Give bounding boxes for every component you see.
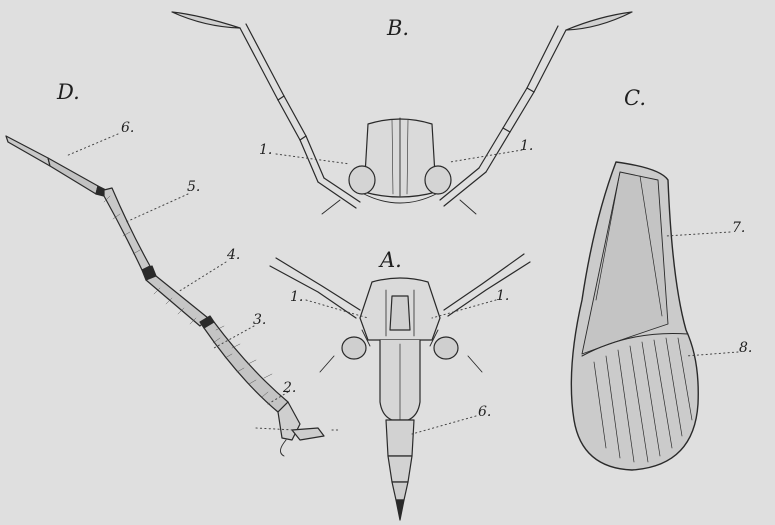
figure-b-right-eye xyxy=(425,166,451,194)
figure-b-right-antenna xyxy=(440,12,632,206)
figure-d-label-2: 2. xyxy=(283,381,296,395)
figure-a-right-eye xyxy=(434,337,458,359)
figure-d-label-6: 6. xyxy=(121,121,134,135)
figure-a-label-6: 6. xyxy=(478,405,491,419)
figure-d-label-5: 5. xyxy=(187,180,200,194)
figure-a-left-eye xyxy=(342,337,366,359)
figure-a-label-1-right: 1. xyxy=(496,289,509,303)
figure-c-label-7: 7. xyxy=(732,221,745,235)
figure-d-label: D. xyxy=(57,82,80,103)
figure-c-label-8: 8. xyxy=(739,341,752,355)
figure-d-leg xyxy=(6,136,324,456)
figure-a-label: A. xyxy=(380,250,402,271)
figure-b-left-eye xyxy=(349,166,375,194)
figure-a-ventral-view xyxy=(270,254,530,520)
figure-d-label-3: 3. xyxy=(253,313,266,327)
figure-d-label-4: 4. xyxy=(227,248,240,262)
figure-b-label: B. xyxy=(387,18,409,39)
figure-c-wing xyxy=(571,162,698,470)
figure-c-label: C. xyxy=(624,88,646,109)
figure-a-label-1-left: 1. xyxy=(290,290,303,304)
figure-b-label-1-right: 1. xyxy=(520,139,533,153)
figure-b-label-1-left: 1. xyxy=(259,143,272,157)
figure-b-left-antenna xyxy=(172,12,360,208)
figure-b-head xyxy=(172,12,632,214)
